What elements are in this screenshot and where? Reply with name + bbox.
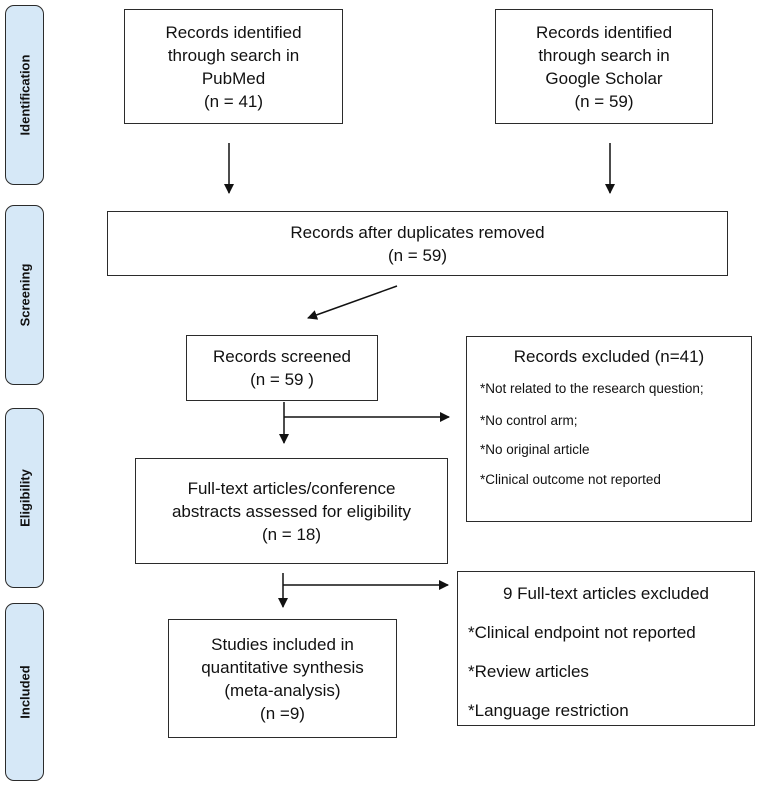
- box-line: abstracts assessed for eligibility: [171, 501, 412, 521]
- stage-identification: Identification: [5, 5, 44, 185]
- stage-screening: Screening: [5, 205, 44, 385]
- box-line: through search in: [538, 45, 670, 65]
- box-count: (n = 59 ): [250, 370, 314, 389]
- box-line: Records screened: [213, 347, 351, 366]
- box-line: Google Scholar: [545, 68, 663, 88]
- pubmed-records-box: Records identified through search in Pub…: [124, 9, 343, 124]
- box-count: (n = 59): [387, 245, 448, 265]
- fulltext-exclusion-reason: *Language restriction: [468, 701, 629, 720]
- scholar-records-box: Records identified through search in Goo…: [495, 9, 713, 124]
- box-line: Records after duplicates removed: [290, 222, 545, 242]
- box-count: (n =9): [260, 703, 305, 723]
- records-excluded-title: Records excluded (n=41): [513, 347, 705, 366]
- fulltext-exclusion-reason: *Review articles: [468, 662, 589, 681]
- box-line: PubMed: [201, 68, 266, 88]
- fulltext-excluded-box: 9 Full-text articles excluded *Clinical …: [457, 571, 755, 726]
- fulltext-assessed-box: Full-text articles/conference abstracts …: [135, 458, 448, 564]
- exclusion-reason: *No control arm;: [480, 413, 578, 428]
- exclusion-reason: *Not related to the research question;: [480, 381, 704, 396]
- box-line: quantitative synthesis: [201, 657, 364, 677]
- box-line: Records identified: [535, 22, 673, 42]
- box-line: (meta-analysis): [224, 680, 341, 700]
- exclusion-reason: *No original article: [480, 442, 590, 457]
- duplicates-removed-box: Records after duplicates removed (n = 59…: [107, 211, 728, 276]
- fulltext-excluded-title: 9 Full-text articles excluded: [503, 584, 709, 603]
- records-excluded-box: Records excluded (n=41) *Not related to …: [466, 336, 752, 522]
- exclusion-reason: *Clinical outcome not reported: [480, 472, 661, 487]
- stage-eligibility: Eligibility: [5, 408, 44, 588]
- box-line: Studies included in: [211, 634, 354, 654]
- box-line: through search in: [167, 45, 300, 65]
- box-count: (n = 18): [261, 524, 322, 544]
- fulltext-exclusion-reason: *Clinical endpoint not reported: [468, 623, 696, 642]
- arrow-duplicates-to-screened: [307, 285, 398, 320]
- box-count: (n = 59): [574, 91, 634, 111]
- studies-included-box: Studies included in quantitative synthes…: [168, 619, 397, 738]
- box-line: Records identified: [165, 22, 302, 42]
- box-count: (n = 41): [203, 91, 264, 111]
- box-line: Full-text articles/conference: [187, 478, 396, 498]
- stage-included: Included: [5, 603, 44, 781]
- records-screened-box: Records screened (n = 59 ): [186, 335, 378, 401]
